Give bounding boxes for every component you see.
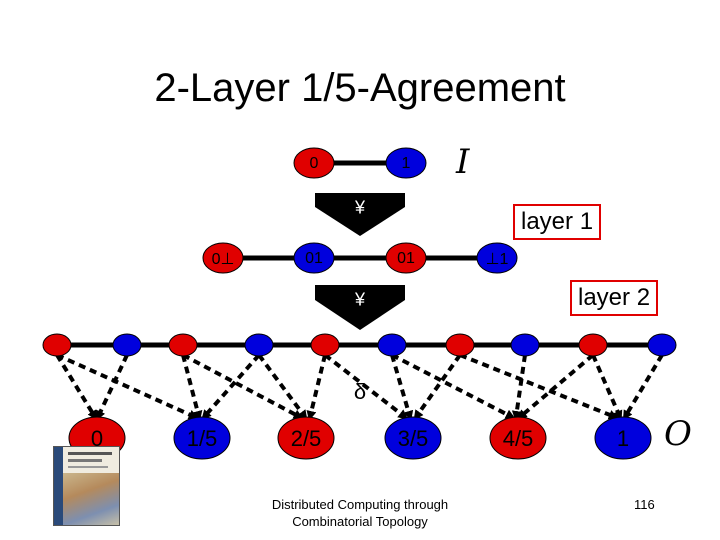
output-label-3: 2/5 xyxy=(290,426,322,451)
page-number: 116 xyxy=(634,497,655,512)
layer1-box: layer 1 xyxy=(513,204,602,240)
layer1-label-1: 0⊥ xyxy=(211,251,235,268)
footer-text: Distributed Computing through Combinator… xyxy=(230,496,490,530)
input-label-0: 0 xyxy=(309,155,319,172)
layer2-node-2 xyxy=(112,333,142,357)
output-label-1: 0 xyxy=(90,426,104,451)
output-label-5: 4/5 xyxy=(502,426,534,451)
layer2-node-1 xyxy=(42,333,72,357)
layer2-node-3 xyxy=(168,333,198,357)
protocol-symbol-1: ¥ xyxy=(354,197,366,218)
layer2-node-9 xyxy=(578,333,608,357)
input-label-1: 1 xyxy=(401,155,411,172)
input-complex-symbol: I xyxy=(456,142,470,182)
layer1-label-4: ⊥1 xyxy=(485,251,509,268)
output-label-6: 1 xyxy=(616,426,630,451)
layer1-node-1 xyxy=(202,242,244,274)
output-node-2 xyxy=(173,416,231,460)
footer-line-2: Combinatorial Topology xyxy=(292,514,428,529)
input-node-1 xyxy=(385,147,427,179)
input-node-0 xyxy=(293,147,335,179)
footer-line-1: Distributed Computing through xyxy=(271,497,449,512)
output-node-4 xyxy=(384,416,442,460)
decision-symbol: δ xyxy=(353,379,367,404)
decision-arrows xyxy=(55,353,664,421)
layer1-node-4 xyxy=(476,242,518,274)
protocol-symbol-2: ¥ xyxy=(354,289,366,310)
output-label-4: 3/5 xyxy=(397,426,429,451)
layer1-node-2 xyxy=(293,242,335,274)
slide-title: 2-Layer 1/5-Agreement xyxy=(154,66,566,110)
output-label-2: 1/5 xyxy=(186,426,218,451)
layer2-node-7 xyxy=(445,333,475,357)
layer2-node-4 xyxy=(244,333,274,357)
output-node-5 xyxy=(489,416,547,460)
layer2-node-6 xyxy=(377,333,407,357)
output-node-3 xyxy=(277,416,335,460)
protocol-arrow-1 xyxy=(315,193,405,236)
output-complex-symbol: O xyxy=(664,414,692,454)
layer2-node-8 xyxy=(510,333,540,357)
output-node-6 xyxy=(594,416,652,460)
book-cover-image xyxy=(53,446,120,526)
layer2-box: layer 2 xyxy=(570,280,659,316)
protocol-arrow-2 xyxy=(315,285,405,330)
layer1-label-3: 01 xyxy=(397,250,415,267)
layer2-node-10 xyxy=(647,333,677,357)
layer2-node-5 xyxy=(310,333,340,357)
layer1-node-3 xyxy=(385,242,427,274)
layer1-label-2: 01 xyxy=(305,250,323,267)
